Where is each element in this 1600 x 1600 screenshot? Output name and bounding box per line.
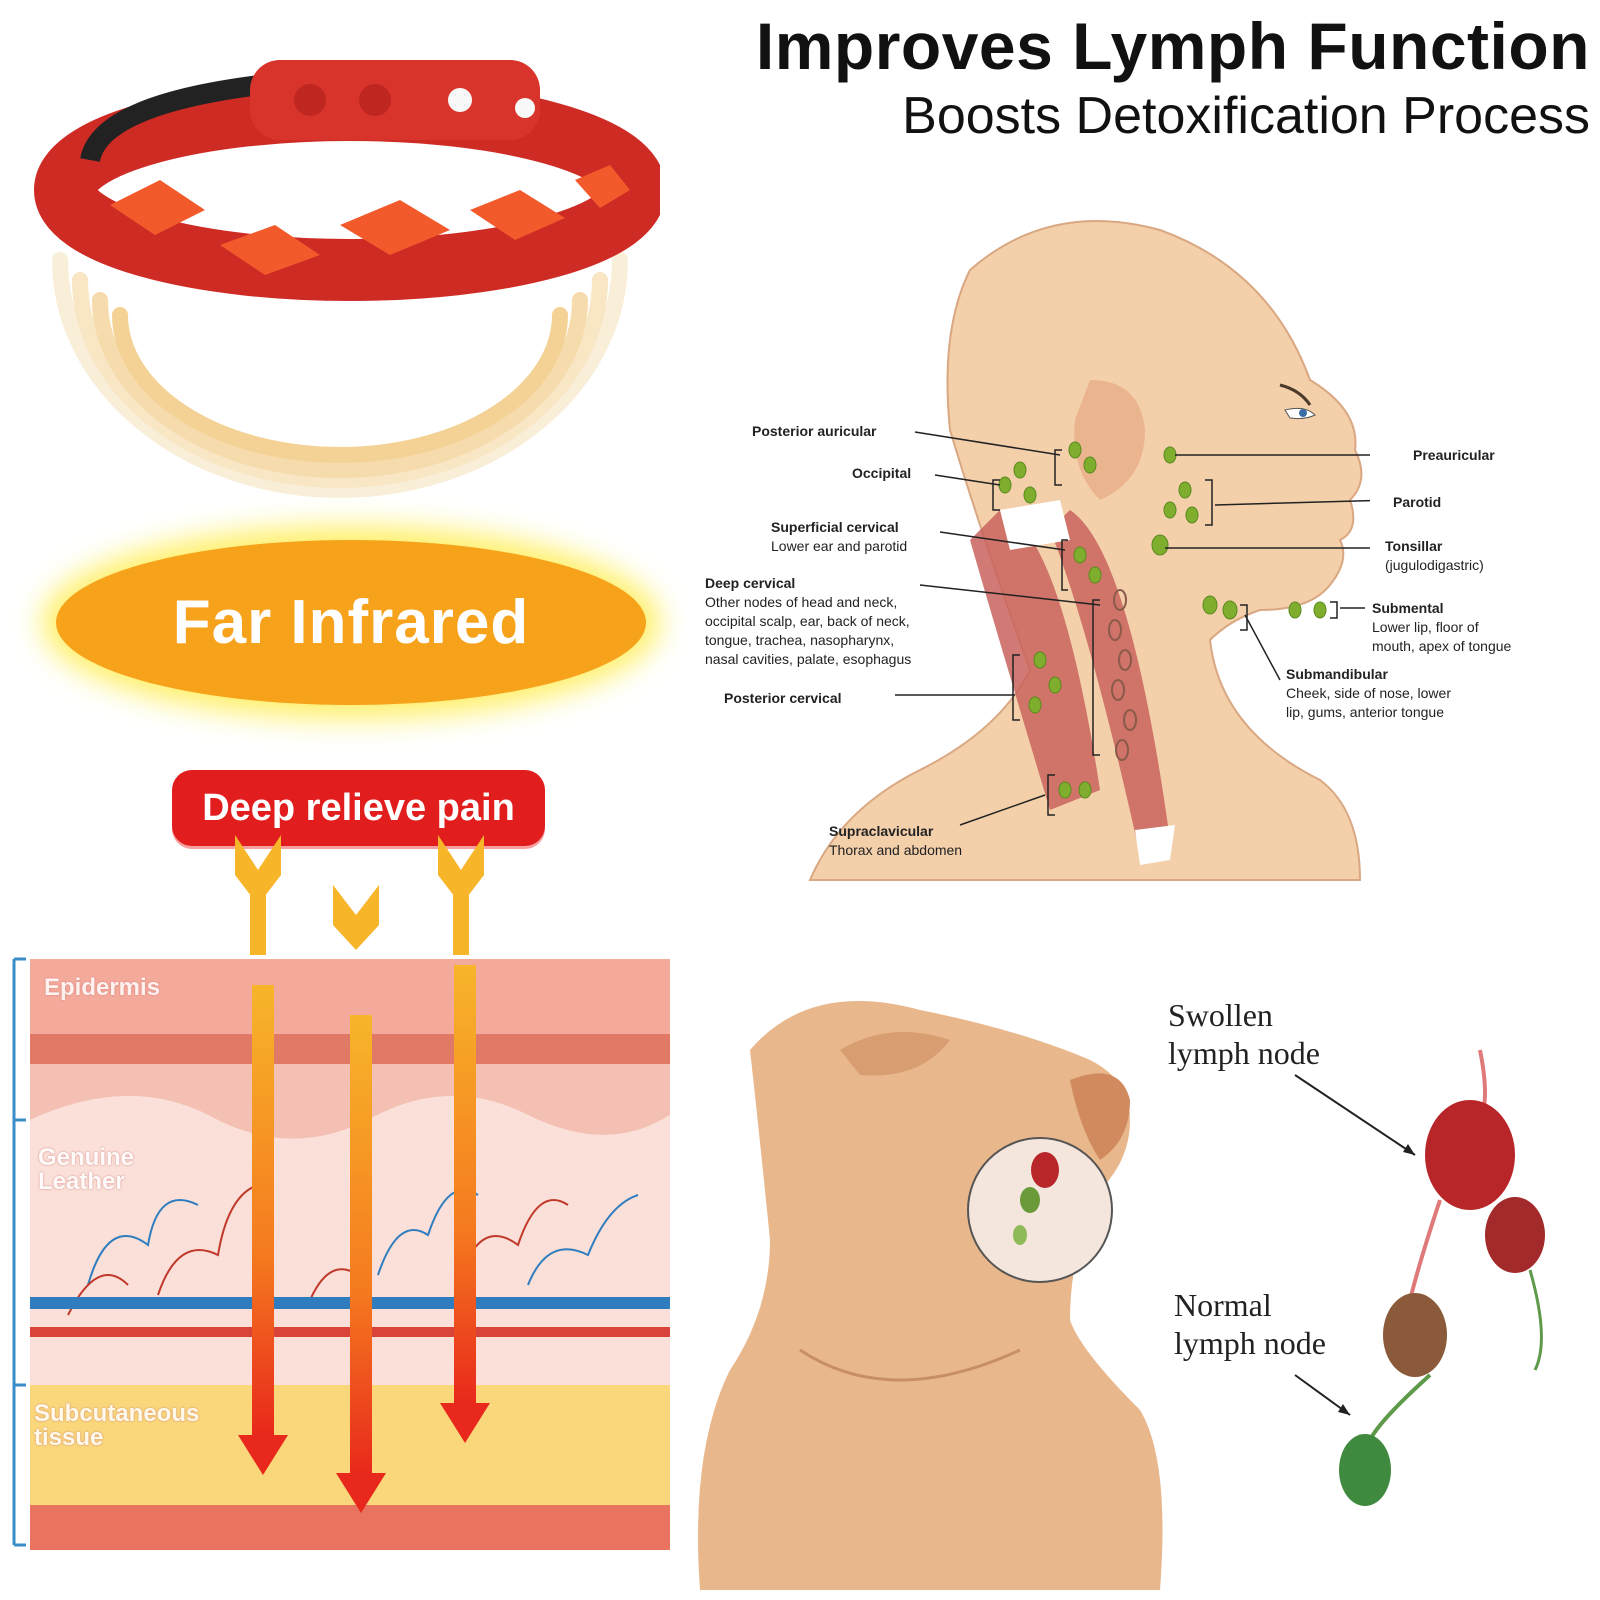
neck-illustration (698, 1001, 1163, 1590)
heat-wave-4 (112, 307, 568, 463)
deep-relieve-badge: Deep relieve pain (172, 770, 545, 846)
page-subtitle: Boosts Detoxification Process (902, 87, 1590, 145)
label-preauricular: Preauricular (1413, 447, 1495, 463)
head-neck-diagram (808, 220, 1370, 881)
genuine-leather-label-1: Genuine (38, 1144, 135, 1171)
epidermis-label: Epidermis (44, 974, 161, 1001)
heat-wave-1 (52, 252, 628, 498)
label-tonsillar: Tonsillar(jugulodigastric) (1385, 538, 1484, 573)
bracelet-illustration (34, 60, 660, 498)
genuine-leather-label-2: Leather (38, 1168, 125, 1195)
normal-label-2: lymph node (1174, 1325, 1326, 1361)
subcutaneous-label-1: Subcutaneous (34, 1400, 200, 1427)
normal-label-1: Normal (1174, 1287, 1272, 1323)
far-infrared-label: Far Infrared (172, 588, 530, 657)
pointer-lines (1294, 1074, 1416, 1416)
heat-wave-3 (92, 292, 588, 478)
page-title: Improves Lymph Function (755, 9, 1590, 83)
swollen-label-2: lymph node (1168, 1035, 1320, 1071)
deep-relieve-label: Deep relieve pain (202, 786, 515, 829)
label-submandibular: Submandibular Cheek, side of nose, lower… (1286, 666, 1451, 720)
label-deep-cervical: Deep cervical Other nodes of head and ne… (705, 575, 912, 667)
arrow-heads-top (235, 835, 484, 955)
heat-wave-2 (72, 272, 608, 488)
label-submental: Submental Lower lip, floor of mouth, ape… (1372, 600, 1512, 654)
lymph-node-detail (1339, 1049, 1545, 1506)
label-parotid: Parotid (1393, 494, 1442, 510)
label-posterior-cervical: Posterior cervical (724, 690, 842, 706)
skin-cross-section (12, 957, 670, 1550)
label-posterior-auricular: Posterior auricular (752, 423, 877, 439)
far-infrared-badge: Far Infrared (56, 540, 646, 705)
swollen-label-1: Swollen (1168, 997, 1273, 1033)
subcutaneous-label-2: tissue (34, 1424, 104, 1451)
label-occipital: Occipital (852, 465, 912, 481)
